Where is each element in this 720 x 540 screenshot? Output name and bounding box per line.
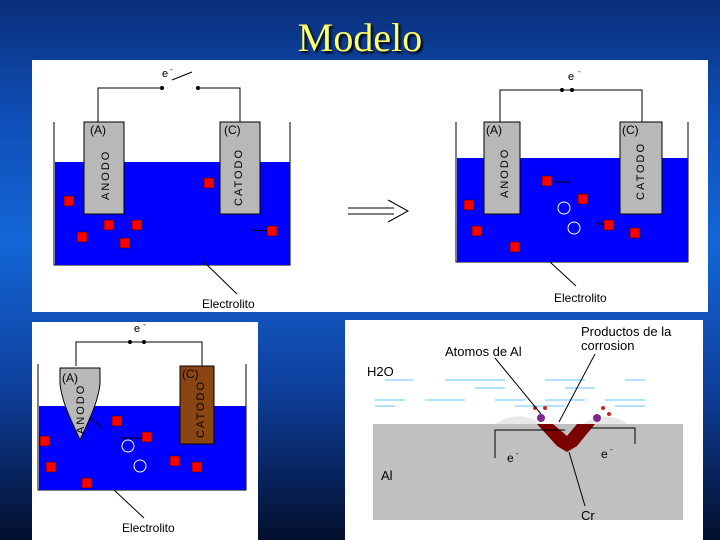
electrolyte-label: Electrolito bbox=[202, 297, 255, 311]
cathode-electrode bbox=[219, 121, 261, 215]
electron-label: e bbox=[568, 71, 574, 83]
cathode-text: CATODO bbox=[233, 148, 245, 206]
slide-title: Modelo bbox=[297, 15, 423, 60]
positive-ions bbox=[463, 175, 641, 253]
negative-ions bbox=[121, 439, 147, 473]
products-label-line2: corrosion bbox=[581, 338, 634, 353]
cell-diagram-corroded-anode: e - (A) ANODO (C) CATODO Electrolito bbox=[32, 322, 258, 540]
svg-text:-: - bbox=[578, 67, 581, 76]
negative-ions bbox=[557, 201, 581, 235]
corrosion-pit bbox=[537, 424, 595, 452]
chromium-label: Cr bbox=[581, 508, 595, 523]
electron-label: e bbox=[162, 68, 168, 80]
cathode-label: (C) bbox=[622, 123, 639, 137]
cell-diagram-closed-circuit: e - (A) ANODO (C) CATODO Electrolito bbox=[338, 60, 708, 312]
anode-text: ANODO bbox=[100, 150, 112, 200]
cathode-text: CATODO bbox=[195, 380, 207, 438]
electron-label: e bbox=[134, 323, 140, 335]
anode-label: (A) bbox=[90, 123, 106, 137]
svg-text:-: - bbox=[170, 65, 173, 74]
cathode-electrode bbox=[619, 121, 663, 215]
cell-diagram-open-circuit: e - (A) ANODO (C) CATODO Electrolito bbox=[32, 60, 338, 312]
transition-arrow bbox=[348, 199, 410, 223]
anode-text: ANODO bbox=[75, 384, 87, 434]
cathode-label: (C) bbox=[224, 123, 241, 137]
svg-text:-: - bbox=[516, 449, 519, 458]
positive-ions bbox=[39, 415, 203, 489]
electron-right-label: e bbox=[601, 447, 608, 461]
water-label: H2O bbox=[367, 364, 394, 379]
svg-text:-: - bbox=[143, 322, 146, 329]
atom-particles bbox=[533, 406, 611, 422]
anode-electrode bbox=[83, 121, 125, 215]
anode-electrode bbox=[483, 121, 521, 215]
anode-label: (A) bbox=[486, 123, 502, 137]
electrolyte-label: Electrolito bbox=[554, 291, 607, 305]
aluminum-metal bbox=[373, 424, 683, 520]
atoms-label: Atomos de Al bbox=[445, 344, 522, 359]
anode-label: (A) bbox=[62, 371, 78, 385]
positive-ions bbox=[63, 177, 278, 249]
anode-text: ANODO bbox=[499, 148, 511, 198]
svg-text:-: - bbox=[610, 445, 613, 454]
corrosion-detail-diagram: Productos de la corrosion Atomos de Al H… bbox=[345, 320, 703, 540]
electron-left-label: e bbox=[507, 451, 514, 465]
cathode-electrode bbox=[179, 365, 215, 445]
anode-electrode bbox=[59, 367, 101, 442]
water-lines bbox=[375, 379, 645, 407]
cathode-label: (C) bbox=[182, 367, 199, 381]
electrolyte-label: Electrolito bbox=[122, 521, 175, 535]
products-label-line1: Productos de la bbox=[581, 324, 672, 339]
cathode-text: CATODO bbox=[635, 142, 647, 200]
metal-label: Al bbox=[381, 468, 393, 483]
